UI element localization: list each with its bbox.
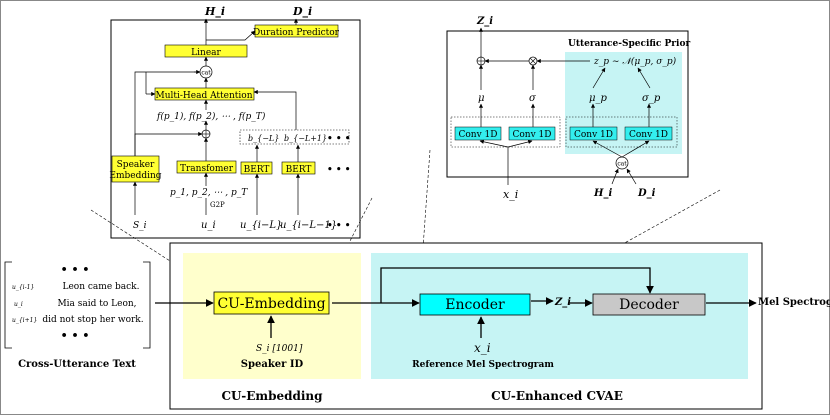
x-i-label: x_i: [474, 341, 491, 355]
x-i-input-label: x_i: [503, 188, 518, 201]
bert-label-2: BERT: [286, 165, 312, 175]
g2p-label: G2P: [210, 201, 225, 209]
bottom-dots: • • •: [61, 329, 90, 342]
cross-utterance-text-block: • • • u_{i-1} Leon came back. u_i Mia sa…: [4, 261, 151, 370]
d-output-label: D_i: [292, 5, 312, 19]
conv1d-box-sigma-p: [624, 126, 673, 141]
sigma-p-label: σ_p: [642, 93, 661, 104]
prior-conv-group: [565, 116, 678, 148]
b-minus-l1-label: b_{−L+1}: [284, 134, 327, 143]
right-bracket: [143, 261, 151, 349]
d-i-input-label: D_i: [637, 188, 656, 199]
left-detail-arrows: [132, 18, 301, 215]
cu-embedding-box: [213, 291, 330, 315]
encoder-label: Encoder: [445, 297, 505, 313]
mu-label: μ: [478, 93, 485, 104]
context-ellipsis: • • •: [327, 134, 351, 144]
context-sym-2: u_{i+1}: [12, 317, 37, 324]
zp-equation: z_p ∼ 𝒩(μ_p, σ_p): [593, 56, 677, 67]
context-sym-1: u_i: [14, 301, 23, 308]
conv1d-label-mu: Conv 1D: [459, 130, 498, 140]
conv1d-label-sigma-p: Conv 1D: [629, 130, 668, 140]
bert-label-1: BERT: [244, 165, 270, 175]
speaker-embedding-box: [111, 155, 160, 183]
phone-sequence-label: p_1, p_2, ⋯ , p_T: [170, 188, 248, 198]
conv1d-label-mu-p: Conv 1D: [574, 130, 613, 140]
u-i-minus-l-input-label: u_{i−L}: [240, 220, 282, 231]
right-detail-panel: Z_i Utterance-Specific Prior z_p ∼ 𝒩(μ_p…: [446, 16, 690, 201]
conv1d-label-sigma: Conv 1D: [513, 130, 552, 140]
main-arrows: [155, 267, 757, 338]
z-i-label: Z_i: [554, 297, 571, 308]
right-detail-arrows: [478, 27, 652, 185]
cu-embedding-section-title: CU-Embedding: [221, 389, 323, 403]
encoder-conv-group: [450, 116, 561, 148]
s-i-input-label: S_i: [133, 221, 147, 231]
sigma-label: σ: [529, 93, 537, 104]
conv1d-box-mu: [454, 126, 502, 141]
prior-title: Utterance-Specific Prior: [568, 39, 690, 49]
cross-utterance-title: Cross-Utterance Text: [18, 359, 136, 370]
cat-label: cat: [201, 70, 211, 77]
top-dots: • • •: [61, 263, 90, 276]
encoder-box: [419, 293, 531, 316]
bert-context-box: [239, 129, 350, 145]
reference-mel-label: Reference Mel Spectrogram: [412, 360, 554, 370]
main-diagram: CU-Embedding S_i [1001] Speaker ID Encod…: [155, 242, 830, 410]
cvae-region: [371, 253, 748, 379]
mu-p-label: μ_p: [589, 93, 607, 104]
conv1d-box-mu-p: [569, 126, 618, 141]
context-text-1: Mia said to Leon,: [57, 299, 136, 309]
duration-predictor-label: Duration Predictor: [253, 28, 340, 38]
z-output-label: Z_i: [476, 16, 493, 27]
speaker-embedding-label-1: Speaker: [117, 160, 155, 170]
h-output-label: H_i: [204, 5, 225, 19]
decoder-label: Decoder: [619, 297, 679, 313]
decoder-box: [592, 293, 706, 316]
left-bracket: [4, 261, 12, 349]
cu-embedding-box-label: CU-Embedding: [217, 296, 325, 312]
context-text-0: Leon came back.: [63, 282, 140, 292]
mel-spectrogram-output-label: Mel Spectrogram: [758, 297, 830, 308]
u-i-input-label: u_i: [201, 220, 216, 231]
context-text-2: did not stop her work.: [42, 315, 143, 325]
prior-cat-label: cat: [617, 161, 627, 168]
u-i-minus-l1-input-label: u_{i−L−1}: [280, 220, 337, 231]
speaker-id-label: Speaker ID: [241, 359, 304, 370]
h-i-input-label: H_i: [593, 188, 612, 199]
bert-ellipsis: • • •: [327, 165, 351, 175]
linear-label: Linear: [191, 48, 221, 58]
input-ellipsis: • • •: [327, 221, 351, 231]
transformer-label: Transfomer: [180, 164, 234, 174]
cvae-section-title: CU-Enhanced CVAE: [491, 389, 623, 403]
context-sym-0: u_{i-1}: [12, 284, 34, 291]
b-minus-l-label: b_{−L}: [248, 134, 279, 143]
multi-head-attention-label: Multi-Head Attention: [156, 91, 253, 101]
speaker-embedding-label-2: Embedding: [109, 171, 161, 181]
f-sequence-label: f(p_1), f(p_2), ⋯ , f(p_T): [156, 111, 266, 122]
speaker-id-symbol: S_i [1001]: [256, 344, 303, 354]
left-detail-panel: H_i D_i Duration Predictor Linear cat Mu…: [109, 5, 361, 239]
